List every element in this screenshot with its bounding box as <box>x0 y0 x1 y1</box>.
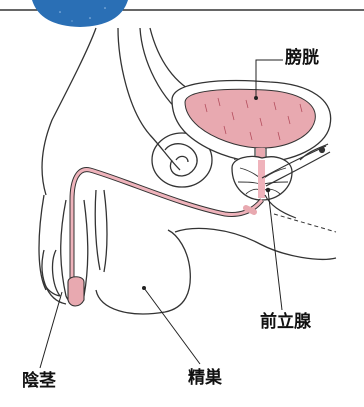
penis-label: 陰茎 <box>22 373 56 390</box>
penis-leader <box>40 292 62 368</box>
prostate-label: 前立腺 <box>260 314 311 331</box>
scrotum <box>42 230 190 314</box>
header-badge <box>0 0 364 27</box>
testis-leader <box>144 288 200 364</box>
dashed-reference-line <box>274 214 336 232</box>
urethra <box>72 170 262 285</box>
bladder-label: 膀胱 <box>285 50 319 67</box>
prostate-leader <box>268 190 282 310</box>
testis-label: 精巣 <box>188 370 222 387</box>
prostate <box>232 156 292 200</box>
